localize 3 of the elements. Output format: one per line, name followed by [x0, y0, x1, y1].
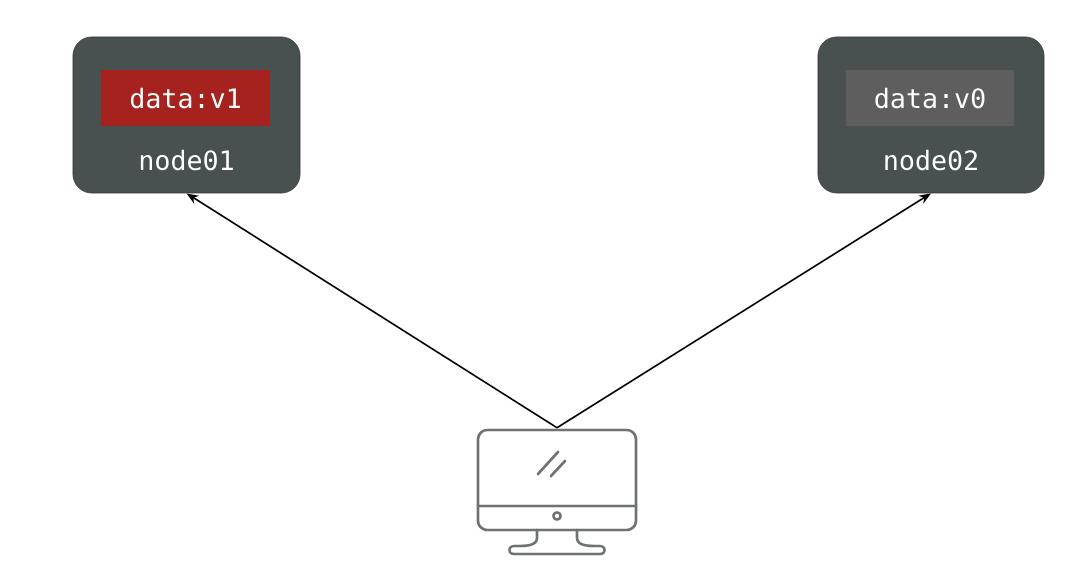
data-label: data:v1 [101, 70, 270, 126]
monitor-icon [476, 428, 638, 556]
data-label: data:v0 [846, 70, 1014, 126]
